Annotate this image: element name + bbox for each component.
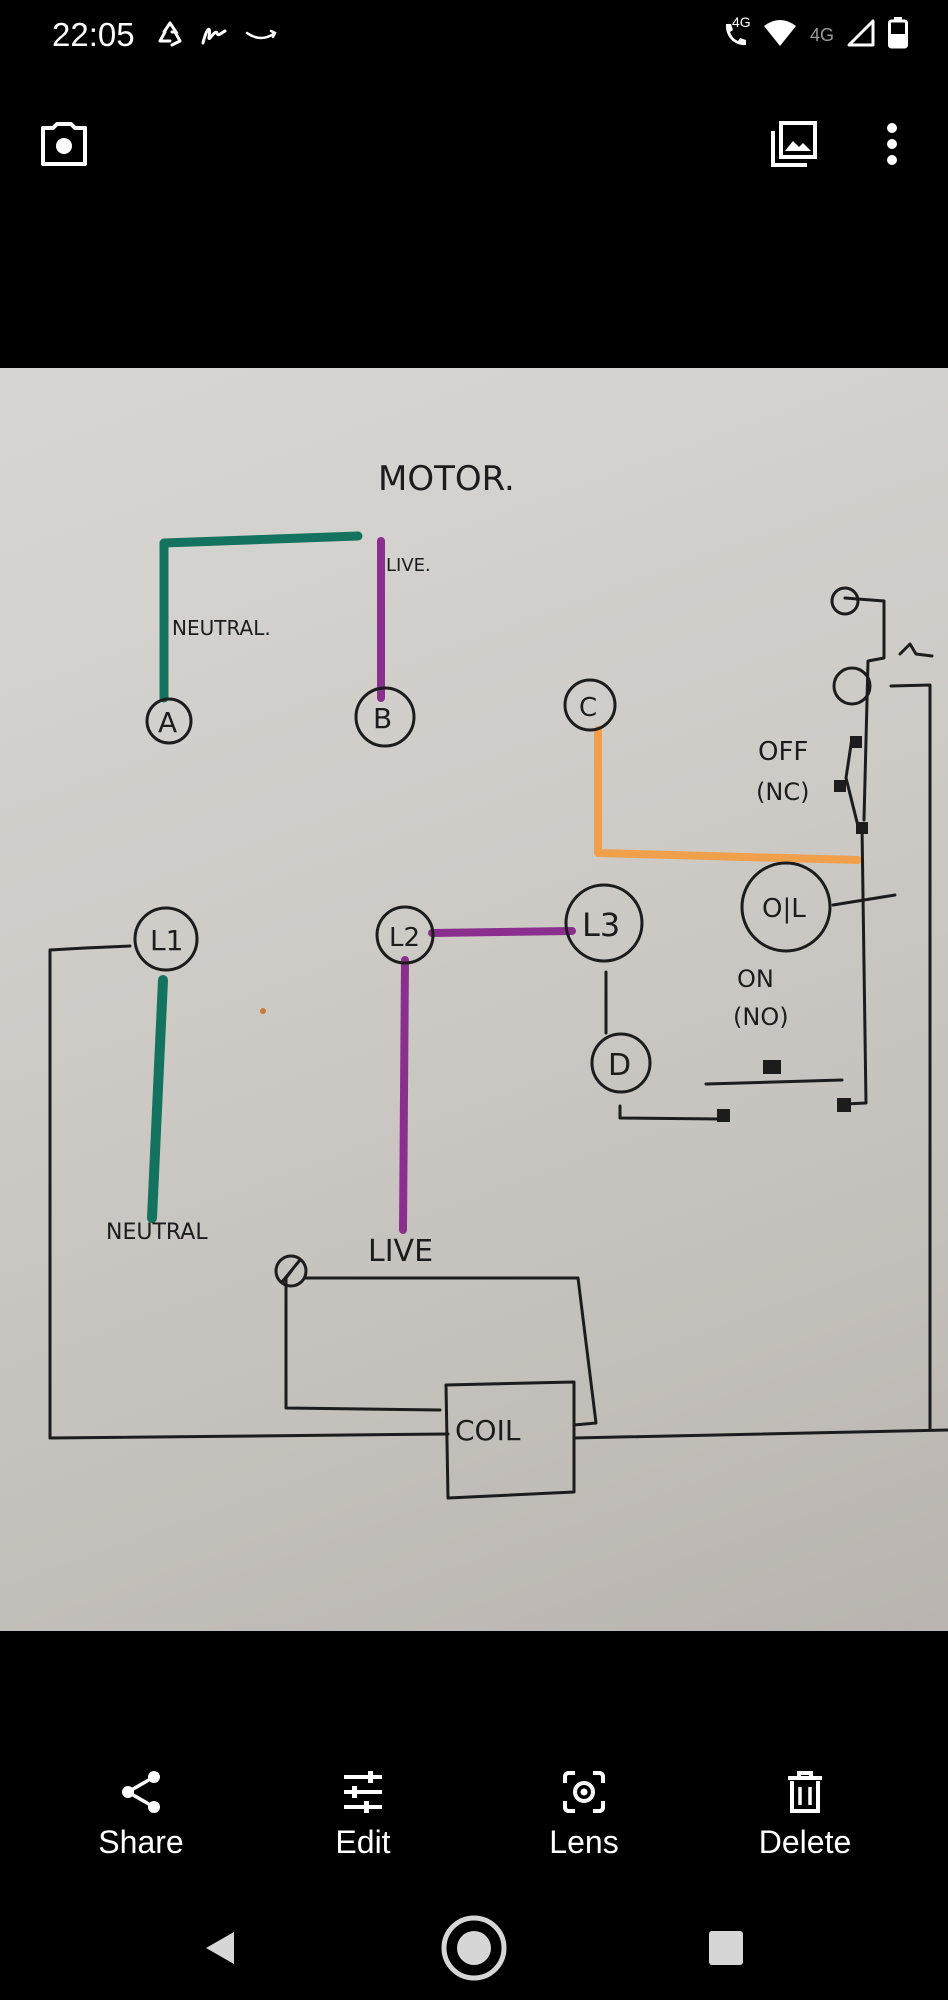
label-terminal-l2: L2 — [389, 923, 420, 953]
delete-button[interactable]: Delete — [725, 1768, 885, 1878]
call-network-label: 4G — [731, 14, 751, 30]
label-terminal-l3: L3 — [582, 906, 620, 944]
label-terminal-c: C — [579, 693, 597, 723]
label-live-bottom: LIVE — [368, 1234, 433, 1269]
label-on: ON — [737, 965, 774, 993]
green-neutral-wire-bottom — [147, 975, 168, 1223]
mobile-network-label: 4G — [809, 24, 834, 45]
green-neutral-wire-top — [159, 531, 363, 703]
lens-button[interactable]: Lens — [504, 1768, 664, 1878]
wifi-icon — [762, 18, 798, 53]
photo-action-bar: Share Edit Lens Delete — [0, 1768, 948, 1888]
amazon-smile-icon — [243, 19, 279, 54]
camera-icon[interactable] — [34, 114, 94, 174]
home-icon[interactable] — [434, 1908, 514, 1988]
cell-signal-icon — [846, 18, 876, 53]
label-terminal-a: A — [158, 706, 177, 739]
status-time: 22:05 — [52, 16, 135, 53]
photo-wiring-diagram[interactable]: MOTOR. LIVE. NEUTRAL. A B C D L1 L2 L3 O… — [0, 368, 948, 1631]
battery-icon — [888, 16, 908, 54]
label-terminal-l1: L1 — [150, 924, 183, 957]
switch-contacts — [717, 736, 868, 1122]
sliders-icon — [339, 1768, 387, 1816]
lens-icon — [560, 1768, 608, 1816]
orange-wire — [594, 726, 862, 864]
label-coil: COIL — [455, 1414, 521, 1447]
recents-icon[interactable] — [686, 1908, 766, 1988]
edit-button[interactable]: Edit — [283, 1768, 443, 1878]
label-nc: (NC) — [756, 778, 809, 806]
ink-wires — [48, 596, 948, 1500]
share-label: Share — [98, 1824, 184, 1860]
system-nav-bar — [0, 1900, 948, 2000]
lens-label: Lens — [549, 1824, 619, 1860]
label-motor: MOTOR. — [378, 459, 515, 499]
status-icons-left — [155, 16, 279, 56]
wifi-calling-icon: 4G — [720, 14, 751, 50]
label-no: (NO) — [733, 1003, 789, 1031]
share-icon — [117, 1768, 165, 1816]
purple-live-wire-bottom — [399, 956, 409, 1234]
status-icons-right: 4G 4G — [720, 14, 908, 56]
label-live-top: LIVE. — [386, 555, 431, 576]
viewer-top-bar — [0, 100, 948, 190]
wiring-sketch: MOTOR. LIVE. NEUTRAL. A B C D L1 L2 L3 O… — [48, 459, 948, 1500]
recycle-icon — [155, 19, 185, 54]
label-terminal-b: B — [373, 702, 392, 735]
label-terminal-d: D — [608, 1048, 631, 1083]
trash-icon — [781, 1768, 829, 1816]
signature-icon — [199, 19, 229, 54]
gallery-icon[interactable] — [764, 114, 824, 174]
back-icon[interactable] — [180, 1908, 260, 1988]
label-neutral-bottom: NEUTRAL — [106, 1220, 208, 1245]
share-button[interactable]: Share — [61, 1768, 221, 1878]
more-vert-icon[interactable] — [862, 114, 922, 174]
delete-label: Delete — [758, 1824, 852, 1860]
label-overload: O|L — [762, 894, 806, 924]
label-neutral-top: NEUTRAL. — [172, 616, 271, 640]
terminal-circles — [133, 586, 872, 1288]
status-bar: 22:05 4G 4G — [0, 0, 948, 72]
edit-label: Edit — [335, 1824, 391, 1860]
label-off: OFF — [758, 737, 808, 767]
purple-l2-l3-wire — [428, 927, 576, 937]
